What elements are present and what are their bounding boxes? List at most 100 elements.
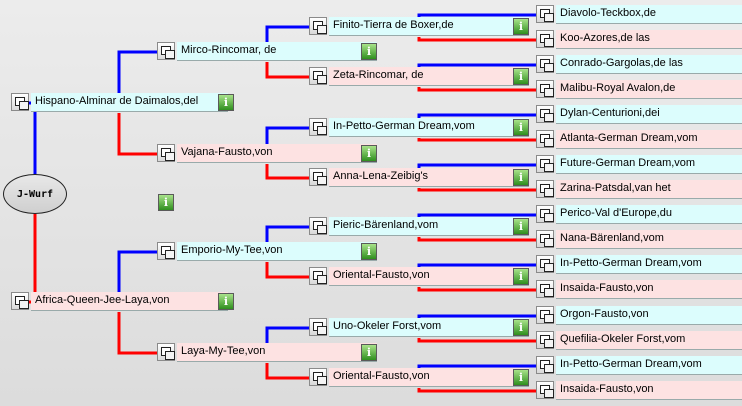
dog-name-link[interactable]: Atlanta-German Dream,vom: [556, 130, 742, 149]
dog-name-link[interactable]: Orgon-Fausto,von: [556, 306, 742, 325]
sire-connector: [11, 101, 37, 174]
dog-name-link[interactable]: Zeta-Rincomar, de: [329, 67, 529, 86]
info-icon[interactable]: i: [513, 68, 529, 85]
dog-name-link[interactable]: Pieric-Bärenland,vom: [329, 217, 529, 236]
info-icon[interactable]: i: [361, 243, 377, 260]
dam-connector: [417, 388, 536, 393]
sire-connector: [265, 126, 309, 144]
info-icon[interactable]: i: [513, 119, 529, 136]
dam-connector: [417, 188, 536, 192]
dog-name-link[interactable]: In-Petto-German Dream,vom: [556, 356, 742, 375]
dog-name-link[interactable]: Nana-Bärenland,vom: [556, 230, 742, 249]
dam-connector: [117, 312, 157, 355]
dog-name-link[interactable]: Insaida-Fausto,von: [556, 280, 742, 299]
info-icon[interactable]: i: [218, 94, 234, 111]
dog-name-link[interactable]: Quefilia-Okeler Forst,vom: [556, 331, 742, 350]
copy-pedigree-icon[interactable]: [157, 343, 175, 361]
dam-connector: [417, 338, 536, 343]
copy-pedigree-icon[interactable]: [11, 93, 29, 111]
dog-name-link[interactable]: Zarina-Patsdal,van het: [556, 180, 742, 199]
info-icon[interactable]: i: [361, 344, 377, 361]
dog-name-link[interactable]: Malibu-Royal Avalon,de: [556, 80, 742, 99]
sire-connector: [417, 263, 536, 267]
info-icon[interactable]: i: [513, 268, 529, 285]
dog-name-link[interactable]: Finito-Tierra de Boxer,de: [329, 17, 529, 36]
copy-pedigree-icon[interactable]: [309, 217, 327, 235]
info-icon[interactable]: i: [513, 369, 529, 386]
info-icon[interactable]: i: [361, 145, 377, 162]
sire-connector: [417, 213, 536, 217]
dog-name-link[interactable]: Hispano-Alminar de Daimalos,del: [31, 93, 228, 112]
dog-name-link[interactable]: Perico-Val d'Europe,du: [556, 205, 742, 224]
copy-pedigree-icon[interactable]: [536, 155, 554, 173]
dam-connector: [11, 214, 37, 304]
copy-pedigree-icon[interactable]: [536, 381, 554, 399]
dog-name-link[interactable]: Insaida-Fausto,von: [556, 381, 742, 400]
dam-connector: [417, 138, 536, 142]
dog-name-link[interactable]: Future-German Dream,vom: [556, 155, 742, 174]
root-label: J-Wurf: [16, 188, 54, 200]
copy-pedigree-icon[interactable]: [309, 168, 327, 186]
dam-connector: [417, 87, 536, 92]
dog-name-link[interactable]: Dylan-Centurioni,dei: [556, 105, 742, 124]
dog-name-link[interactable]: Uno-Okeler Forst,vom: [329, 318, 529, 337]
sire-connector: [265, 225, 309, 242]
sire-connector: [417, 63, 536, 67]
info-icon[interactable]: i: [361, 43, 377, 60]
litter-info-icon[interactable]: i: [158, 194, 174, 211]
sire-connector: [265, 25, 309, 42]
info-icon[interactable]: i: [513, 218, 529, 235]
dam-connector: [265, 363, 309, 380]
dam-connector: [417, 237, 536, 242]
sire-connector: [417, 163, 536, 168]
copy-pedigree-icon[interactable]: [536, 55, 554, 73]
info-icon[interactable]: i: [513, 18, 529, 35]
copy-pedigree-icon[interactable]: [157, 144, 175, 162]
copy-pedigree-icon[interactable]: [536, 306, 554, 324]
copy-pedigree-icon[interactable]: [157, 242, 175, 260]
sire-connector: [417, 314, 536, 318]
copy-pedigree-icon[interactable]: [536, 30, 554, 48]
dam-connector: [265, 62, 309, 79]
dog-name-link[interactable]: Africa-Queen-Jee-Laya,von: [31, 292, 228, 311]
dam-connector: [417, 37, 536, 42]
copy-pedigree-icon[interactable]: [536, 5, 554, 23]
info-icon[interactable]: i: [218, 293, 234, 310]
copy-pedigree-icon[interactable]: [536, 230, 554, 248]
litter-root-node: J-Wurf: [3, 174, 67, 214]
copy-pedigree-icon[interactable]: [536, 255, 554, 273]
dog-name-link[interactable]: Conrado-Gargolas,de las: [556, 55, 742, 74]
copy-pedigree-icon[interactable]: [536, 80, 554, 98]
dog-name-link[interactable]: In-Petto-German Dream,vom: [329, 118, 529, 137]
dog-name-link[interactable]: Koo-Azores,de las: [556, 30, 742, 49]
copy-pedigree-icon[interactable]: [309, 17, 327, 35]
dog-name-link[interactable]: Oriental-Fausto,von: [329, 368, 529, 387]
dog-name-link[interactable]: Laya-My-Tee,von: [177, 343, 377, 362]
copy-pedigree-icon[interactable]: [536, 280, 554, 298]
copy-pedigree-icon[interactable]: [309, 118, 327, 136]
copy-pedigree-icon[interactable]: [536, 331, 554, 349]
sire-connector: [117, 250, 157, 292]
dog-name-link[interactable]: Emporio-My-Tee,von: [177, 242, 377, 261]
copy-pedigree-icon[interactable]: [536, 180, 554, 198]
dog-name-link[interactable]: Diavolo-Teckbox,de: [556, 5, 742, 24]
copy-pedigree-icon[interactable]: [309, 267, 327, 285]
sire-connector: [417, 364, 536, 368]
copy-pedigree-icon[interactable]: [536, 205, 554, 223]
copy-pedigree-icon[interactable]: [157, 42, 175, 60]
copy-pedigree-icon[interactable]: [11, 292, 29, 310]
copy-pedigree-icon[interactable]: [536, 130, 554, 148]
dog-name-link[interactable]: Vajana-Fausto,von: [177, 144, 377, 163]
copy-pedigree-icon[interactable]: [309, 368, 327, 386]
info-icon[interactable]: i: [513, 319, 529, 336]
dog-name-link[interactable]: In-Petto-German Dream,vom: [556, 255, 742, 274]
dam-connector: [417, 287, 536, 292]
copy-pedigree-icon[interactable]: [309, 67, 327, 85]
copy-pedigree-icon[interactable]: [309, 318, 327, 336]
info-icon[interactable]: i: [513, 169, 529, 186]
copy-pedigree-icon[interactable]: [536, 356, 554, 374]
copy-pedigree-icon[interactable]: [536, 105, 554, 123]
dog-name-link[interactable]: Anna-Lena-Zeibig's: [329, 168, 529, 187]
dog-name-link[interactable]: Mirco-Rincomar, de: [177, 42, 377, 61]
dog-name-link[interactable]: Oriental-Fausto,von: [329, 267, 529, 286]
